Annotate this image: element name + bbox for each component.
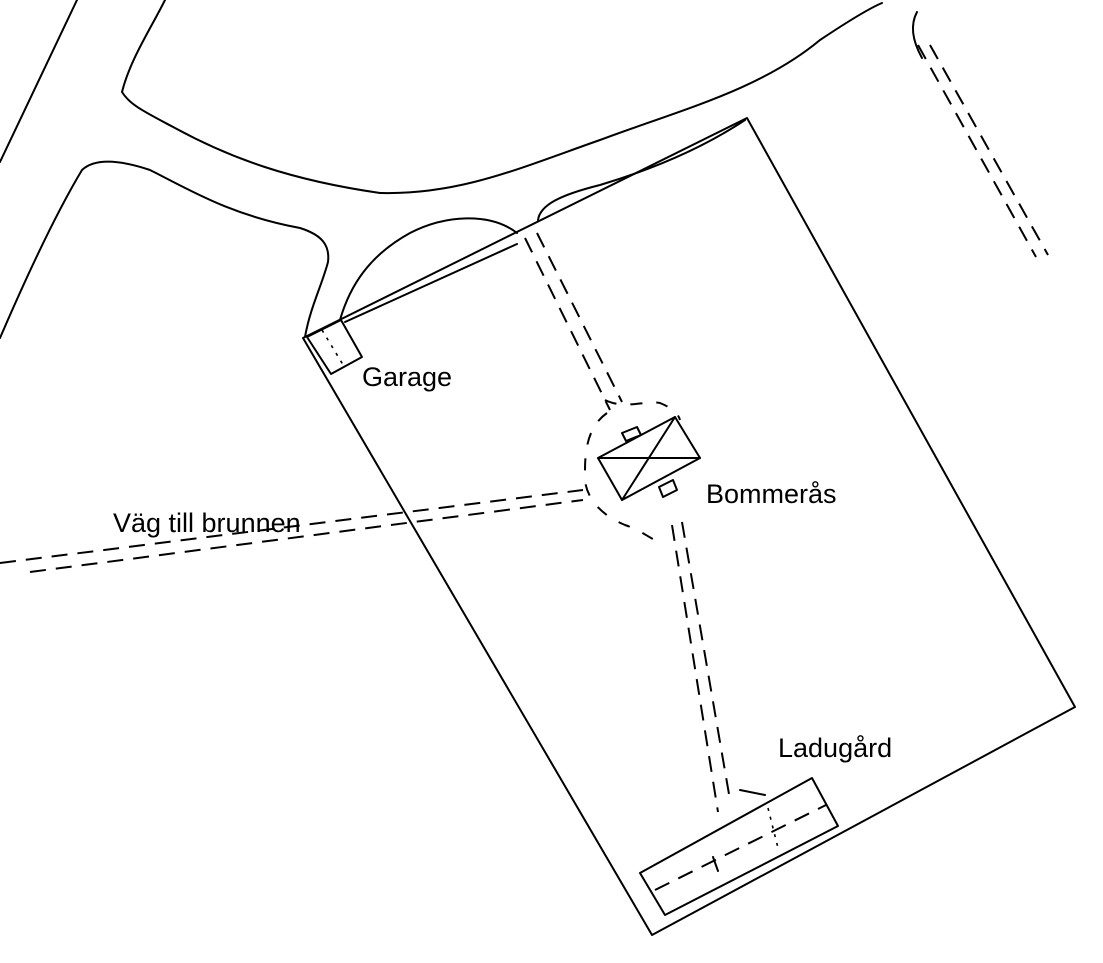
drive-to-house-2 — [536, 232, 623, 403]
right-path-1 — [917, 44, 1037, 258]
yard-path-top — [604, 399, 681, 421]
vag-till-brunnen-label: Väg till brunnen — [113, 508, 301, 538]
garage-building — [306, 319, 363, 375]
main-road-lower-edge — [0, 160, 330, 339]
path-to-barn-end — [739, 789, 766, 796]
path-to-well-1 — [0, 489, 584, 564]
path-to-well-2 — [29, 499, 584, 573]
drive-to-house-1 — [524, 237, 611, 411]
path-to-barn-2 — [681, 521, 731, 801]
yard-path — [583, 412, 656, 541]
bommeras-label: Bommerås — [706, 479, 837, 509]
path-to-barn-1 — [671, 524, 719, 813]
fence-line — [344, 243, 518, 323]
ladugard-label: Ladugård — [778, 733, 893, 763]
drive-upper-edge — [339, 217, 518, 321]
road-curve-right — [911, 11, 923, 59]
ladugard-building — [639, 777, 839, 916]
bommeras-house — [597, 416, 701, 501]
main-road-upper-edge — [121, 0, 883, 195]
road-left-edge — [0, 0, 78, 163]
garage-label: Garage — [362, 362, 453, 392]
right-path-2 — [929, 44, 1049, 256]
drive-right-edge — [537, 119, 746, 221]
property-boundary — [302, 117, 1076, 936]
